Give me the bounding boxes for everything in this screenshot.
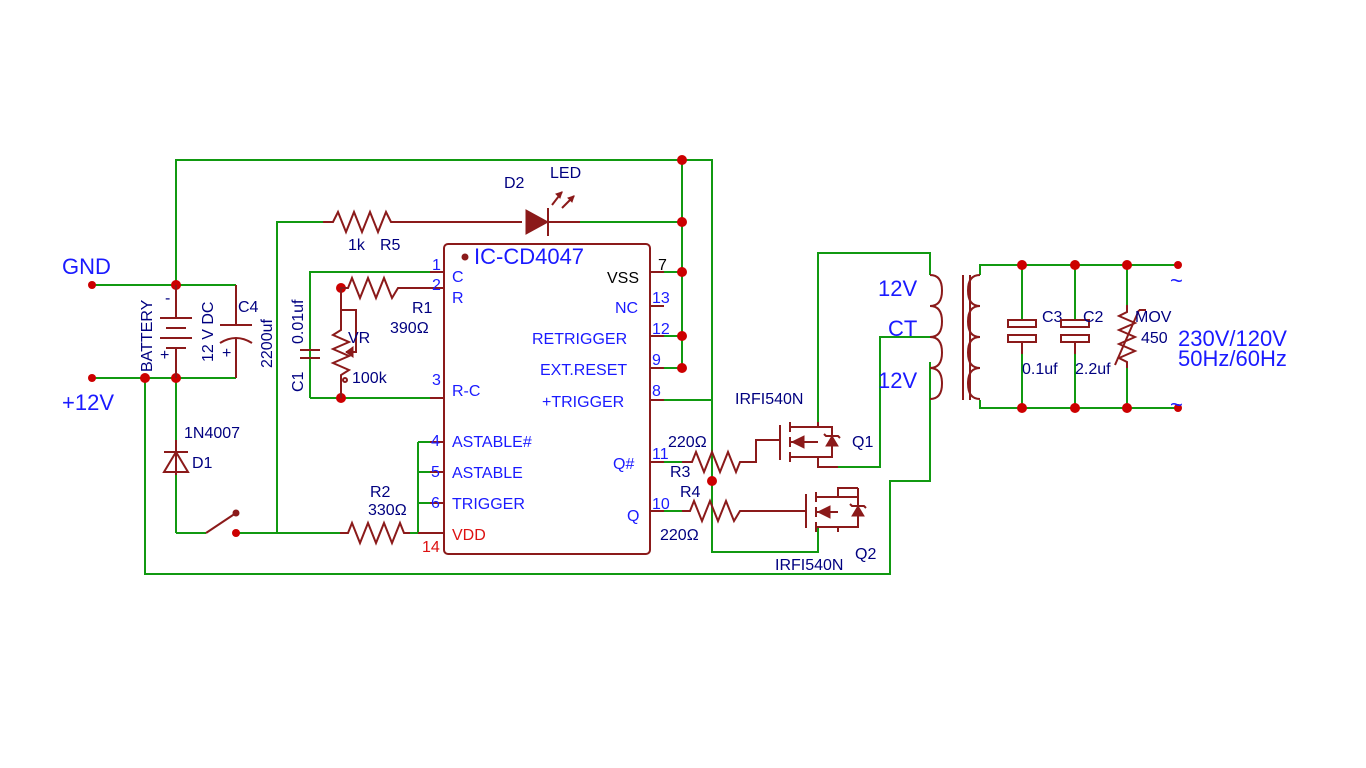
r3-value: 220Ω [668,434,707,451]
mov-value: 450 [1141,330,1168,347]
vr-value: 100k [352,370,388,387]
pin-6-name: TRIGGER [452,496,525,513]
c3-ref: C3 [1042,309,1063,326]
c1-value: 0.01uf [290,299,307,344]
pin-9-num: 9 [652,352,661,369]
transformer-top-label: 12V [878,276,917,301]
pin-8-name: +TRIGGER [542,394,624,411]
resistor-r3: 220Ω R3 [668,434,770,481]
pin-13-num: 13 [652,290,670,307]
resistor-r2: R2 330Ω [340,484,410,546]
battery-plus: + [160,347,169,364]
vplus-label: +12V [62,390,114,415]
r2-value: 330Ω [368,502,407,519]
pin-7-name: VSS [607,270,639,287]
power-switch [205,509,240,534]
pin-10-num: 10 [652,496,670,513]
output-voltage: 230V/120V [1178,326,1287,351]
battery-minus: - [165,290,170,307]
pin-5-num: 5 [431,464,440,481]
pin-7-num: 7 [658,257,667,274]
resistor-r1: R1 390Ω [340,275,433,337]
pin-6-num: 6 [431,495,440,512]
pin-9-name: EXT.RESET [540,362,627,379]
c2-ref: C2 [1083,309,1104,326]
pin-14-name: VDD [452,527,486,544]
pin-12-name: RETRIGGER [532,331,627,348]
pin-3-name: R-C [452,383,480,400]
d2-ref: D2 [504,175,525,192]
mosfet-q2: IRFI540N Q2 [775,487,876,574]
q1-part: IRFI540N [735,391,803,408]
mosfet-q1: IRFI540N Q1 [735,391,873,468]
resistor-r4: R4 220Ω [660,484,796,544]
pin-10-name: Q [627,508,639,525]
pin-4-name: ASTABLE# [452,434,532,451]
d1-part: 1N4007 [184,425,240,442]
r4-value: 220Ω [660,527,699,544]
transformer: 12V CT 12V [878,274,981,400]
c3-value: 0.1uf [1022,361,1058,378]
q1-ref: Q1 [852,434,873,451]
potentiometer-vr: VR 100k [330,309,388,398]
pin-1-num: 1 [432,257,441,274]
pin-14-num: 14 [422,539,440,556]
ic-title: IC-CD4047 [474,244,584,269]
battery-label: BATTERY [139,299,156,372]
junctions [88,155,1182,537]
r1-ref: R1 [412,300,433,317]
d2-type: LED [550,165,581,182]
c4-plus: + [222,345,231,362]
q2-ref: Q2 [855,546,876,563]
r4-ref: R4 [680,484,701,501]
mov-ref: MOV [1135,309,1172,326]
diode-d1: 1N4007 D1 [162,425,240,475]
c4-ref: C4 [238,299,259,316]
pin-8-num: 8 [652,383,661,400]
c2-value: 2.2uf [1075,361,1111,378]
capacitor-c2: C2 2.2uf [1060,309,1111,378]
led-d2: D2 LED [504,165,581,236]
r5-value: 1k [348,237,366,254]
transformer-bottom-label: 12V [878,368,917,393]
c4-value: 2200uf [259,319,276,368]
output-tilde-top: ~ [1170,268,1183,293]
wires [92,159,1178,575]
pin-4-num: 4 [431,433,440,450]
gnd-label: GND [62,254,111,279]
resistor-r5: 1k R5 [323,209,401,254]
r3-ref: R3 [670,464,691,481]
pin-2-num: 2 [432,277,441,294]
output-frequency: 50Hz/60Hz [1178,346,1287,371]
pin-1-name: C [452,269,464,286]
vr-ref: VR [348,330,370,347]
battery: BATTERY - + 12 V DC [139,285,217,378]
c1-ref: C1 [290,371,307,392]
capacitor-c1: C1 0.01uf [290,299,320,392]
ac-output: ~ ~ 230V/120V 50Hz/60Hz [1170,268,1287,417]
pin-5-name: ASTABLE [452,465,523,482]
capacitor-c3: C3 0.1uf [1007,309,1063,378]
r2-ref: R2 [370,484,391,501]
r1-value: 390Ω [390,320,429,337]
pin-12-num: 12 [652,321,670,338]
transformer-ct-label: CT [888,316,917,341]
varistor-mov: MOV 450 [1114,305,1172,368]
pin-11-num: 11 [652,446,669,463]
pin-11-name: Q# [613,456,634,473]
ic-cd4047: IC-CD4047 1 2 3 4 5 6 14 C R R-C ASTABLE… [418,243,670,556]
battery-dc-label: 12 V DC [200,302,217,362]
output-tilde-bottom: ~ [1170,392,1183,417]
capacitor-c4: + C4 2200uf [219,285,276,378]
r5-ref: R5 [380,237,401,254]
d1-ref: D1 [192,455,213,472]
pin-2-name: R [452,290,464,307]
pin-3-num: 3 [432,372,441,389]
pin-13-name: NC [615,300,638,317]
q2-part: IRFI540N [775,557,843,574]
